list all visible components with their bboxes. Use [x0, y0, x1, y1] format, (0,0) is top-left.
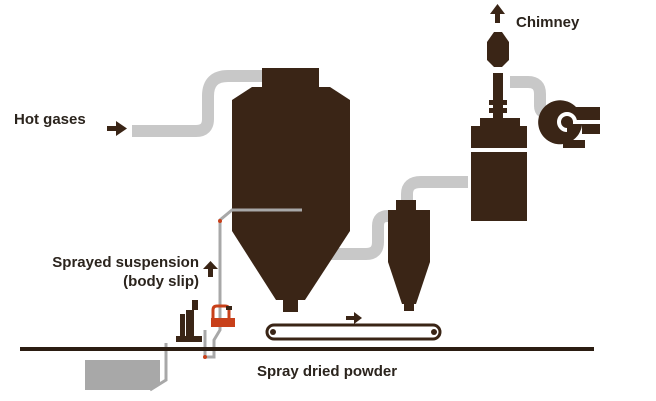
conveyor-belt [265, 323, 442, 341]
spray-drying-tower [232, 68, 350, 312]
slurry-tank [85, 343, 168, 392]
suspension-arrow-icon [203, 261, 218, 277]
cyclone-separator [388, 200, 430, 311]
hot-gases-label: Hot gases [14, 111, 86, 128]
sprayed-suspension-label-line2: (body slip) [123, 273, 199, 290]
slurry-pump [176, 300, 235, 342]
cyclone-to-filter-duct [401, 176, 468, 200]
chimney-stack [487, 32, 509, 118]
chimney-label: Chimney [516, 14, 580, 31]
bag-filter [471, 118, 527, 221]
conveyor-arrow-icon [346, 312, 362, 324]
hot-gas-inlet-duct [132, 70, 262, 137]
exhaust-fan [538, 100, 600, 148]
spray-dried-powder-label: Spray dried powder [257, 363, 398, 380]
sprayed-suspension-label: Sprayed suspension (body slip) [52, 253, 199, 291]
hot-gas-arrow-icon [107, 121, 127, 136]
ground-line [20, 347, 594, 351]
chimney-arrow-icon [490, 4, 505, 23]
sprayed-suspension-label-line1: Sprayed suspension [52, 254, 199, 271]
slurry-feed-line [203, 208, 302, 359]
